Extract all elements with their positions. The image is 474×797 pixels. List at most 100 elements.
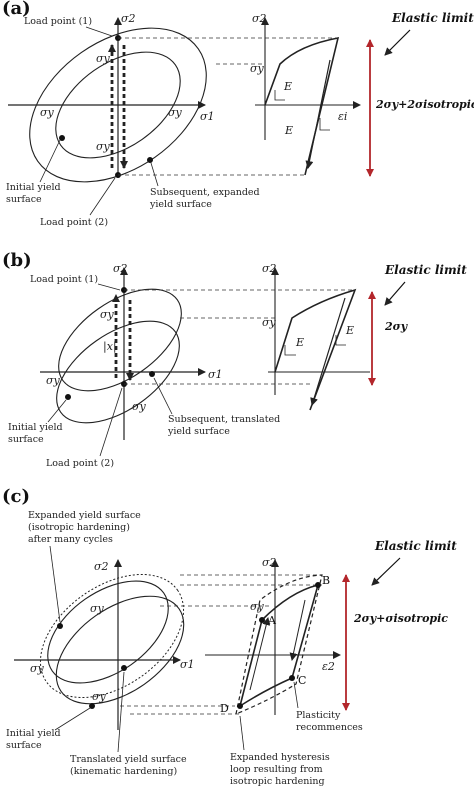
c-plasticity-leader: [293, 681, 299, 709]
c-initial-2: surface: [6, 740, 42, 751]
b-initial-yield-dot: [65, 394, 71, 400]
c-translated-1: Translated yield surface: [70, 754, 187, 765]
c-expanded-loop: [235, 574, 323, 715]
initial-yield-dot: [59, 135, 65, 141]
c-unloading-arrow: [289, 599, 306, 661]
c-sigma1-label: σ1: [180, 658, 195, 671]
initial-yield-leader: [39, 139, 61, 183]
sigma-y-bottom: σy: [96, 140, 111, 153]
elastic-limit-c: Elastic limit: [374, 539, 457, 553]
elastic-limit-b: Elastic limit: [384, 263, 467, 277]
formula-c: 2σy+σisotropic: [353, 612, 448, 625]
b-ss-sigma2: σ2: [262, 262, 277, 275]
panel-c: (c) σ2 σ1 σy σy σy Expanded yield surfac…: [2, 486, 457, 787]
c-point-A: A: [267, 614, 277, 627]
load-point-1-label: Load point (1): [24, 16, 92, 27]
b-load-point-2-leader: [99, 387, 123, 457]
c-sigma-y-left: σy: [30, 662, 45, 675]
load-point-2-label: Load point (2): [40, 217, 108, 228]
sigma-y-left: σy: [40, 106, 55, 119]
b-sigma-y-left: σy: [46, 374, 61, 387]
sigma-y-top: σy: [96, 52, 111, 65]
c-initial-leader: [54, 707, 91, 731]
c-translated-2: (kinematic hardening): [70, 766, 177, 777]
c-ss-sigma-y: σy: [250, 600, 265, 613]
subsequent-label-1: Subsequent, expanded: [150, 187, 260, 198]
b-load-point-2-label: Load point (2): [46, 458, 114, 469]
panel-c-tag: (c): [2, 486, 30, 507]
c-translated-dot: [121, 665, 127, 671]
ss-sigma2-label: σ2: [252, 12, 267, 25]
c-expanded-dot: [57, 623, 63, 629]
subsequent-yield-dot: [147, 157, 153, 163]
c-initial-yield-surface: [47, 580, 169, 684]
b-sigma1-label: σ1: [208, 368, 223, 381]
c-translated-leader: [117, 671, 125, 753]
b-ss-sigma-y: σy: [262, 316, 277, 329]
c-hysteresis-leader: [239, 715, 245, 751]
c-loading-arrow: [249, 617, 271, 691]
c-plasticity-1: Plasticity: [296, 710, 341, 721]
c-expanded-1: Expanded yield surface: [28, 510, 141, 521]
load-point-1-leader: [85, 26, 113, 37]
sigma2-label: σ2: [121, 12, 136, 25]
b-initial-yield-surface: [56, 320, 180, 424]
b-translated-2: yield surface: [167, 426, 230, 437]
formula-a: 2σy+2σisotropic=2σ i p: [375, 98, 474, 111]
c-expanded-yield-surface: [39, 573, 185, 699]
ss-slope-tri-1: [274, 90, 285, 101]
b-ss-curve: [274, 288, 357, 411]
c-hysteresis-1: Expanded hysteresis: [230, 752, 330, 763]
b-x-label: |x|: [103, 340, 117, 354]
c-point-B-dot: [315, 582, 321, 588]
sigma-y-right: σy: [168, 106, 183, 119]
c-ss-sigma2: σ2: [262, 556, 277, 569]
load-point-2-leader: [89, 177, 116, 216]
b-load-point-1-leader: [97, 283, 121, 291]
c-hysteresis-2: loop resulting from: [230, 764, 323, 775]
b-sigma-y-bottom: σy: [132, 400, 147, 413]
formula-b: 2σy: [384, 320, 409, 333]
c-hysteresis-3: isotropic hardening: [230, 776, 325, 787]
b-sigma2-label: σ2: [113, 262, 128, 275]
b-ss-tri-2: [335, 335, 346, 346]
c-point-C: C: [298, 674, 306, 687]
c-ss-eps2: ε2: [322, 660, 335, 673]
ss-sigma-y-label: σy: [250, 62, 265, 75]
elastic-limit-b-arrow: [384, 281, 406, 306]
panel-a-tag: (a): [2, 0, 31, 19]
elastic-limit-c-arrow: [371, 557, 401, 586]
b-ss-E-2: E: [345, 324, 354, 337]
b-load-point-1-label: Load point (1): [30, 274, 98, 285]
c-point-C-dot: [289, 675, 295, 681]
c-sigma2-label: σ2: [94, 560, 109, 573]
initial-yield-surface: [55, 51, 181, 159]
b-initial-yield-1: Initial yield: [8, 422, 63, 433]
c-point-A-dot: [259, 617, 265, 623]
c-point-D: D: [220, 702, 229, 715]
subsequent-leader: [150, 162, 159, 187]
c-expanded-2: (isotropic hardening): [28, 522, 130, 533]
ss-E-1: E: [283, 80, 292, 93]
b-initial-yield-2: surface: [8, 434, 44, 445]
b-sigma-y-top: σy: [100, 308, 115, 321]
c-initial-dot: [89, 703, 95, 709]
c-expanded-3: after many cycles: [28, 534, 113, 545]
c-translated-yield-surface: [55, 595, 185, 705]
panel-a: (a) σ2 σ1 σy σy σy σy Load point (1) Ini…: [2, 0, 474, 228]
ss-eps-label: εi: [338, 110, 347, 123]
expanded-yield-surface: [29, 27, 207, 183]
b-ss-unload-arrow: [310, 297, 346, 406]
b-translated-1: Subsequent, translated: [168, 414, 280, 425]
ss-slope-tri-2: [319, 118, 330, 131]
initial-yield-label-2: surface: [6, 194, 42, 205]
c-sigma-y-top: σy: [90, 602, 105, 615]
c-expanded-leader: [49, 545, 61, 623]
initial-yield-label-1: Initial yield: [6, 182, 61, 193]
subsequent-label-2: yield surface: [149, 199, 212, 210]
b-initial-yield-leader: [47, 399, 67, 423]
ss-curve: [264, 36, 340, 176]
elastic-limit-a: Elastic limit: [391, 11, 474, 25]
ss-E-2: E: [284, 124, 293, 137]
